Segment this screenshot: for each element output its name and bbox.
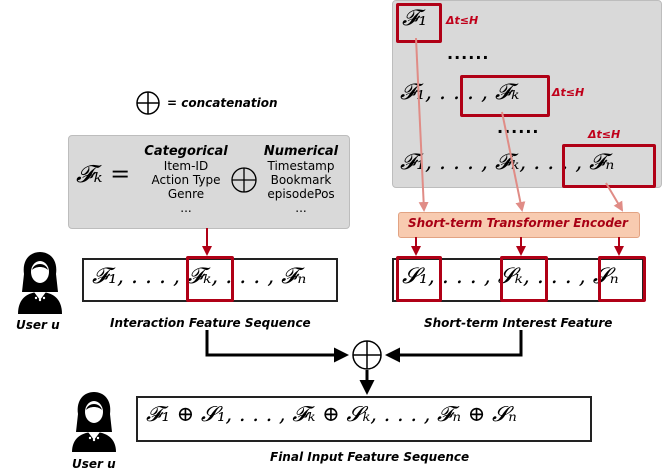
categorical-item: Genre [167,187,205,201]
feature-lhs: 𝓕ₖ = [76,160,131,188]
oplus-icon [136,91,160,115]
interaction-highlight-fk [186,256,234,302]
numerical-item: ... [295,201,307,215]
history-row-3-delta: Δt≤H [588,128,621,141]
interest-highlight-sk [500,256,548,302]
history-row-2-window [460,75,550,117]
history-row-1-window [396,3,442,43]
merge-operator-icon [352,340,382,370]
history-row-1: 𝓕₁ [402,6,428,31]
oplus-icon [231,167,257,193]
user-label-bottom: User u [72,457,116,471]
categorical-item: Item-ID [163,159,209,173]
categorical-title: Categorical [144,144,228,159]
feature-operator [230,166,258,194]
categorical-item: ... [180,201,192,215]
categorical-item: Action Type [151,173,221,187]
transformer-encoder-block [398,212,640,238]
history-row-1-delta: Δt≤H [446,14,479,27]
interest-sequence: 𝓢₁, . . . , 𝓢ₖ, . . . , 𝓢ₙ [402,264,619,289]
history-row-3-window [562,144,656,188]
legend-operator [135,90,161,116]
feature-definition-box [68,135,350,229]
numerical-item: Timestamp [267,159,335,173]
numerical-column: Numerical Timestamp Bookmark episodePos … [258,144,344,216]
user-avatar-icon [18,252,62,314]
legend-text: = concatenation [167,96,278,110]
history-row-2-delta: Δt≤H [552,86,585,99]
numerical-title: Numerical [263,144,339,159]
interest-highlight-sn [598,256,646,302]
user-label-top: User u [16,318,60,332]
final-sequence-box [136,396,592,442]
interest-highlight-s1 [396,256,442,302]
history-dots-1: ...... [447,44,490,63]
transformer-encoder-label: Short-term Transformer Encoder [408,216,628,230]
arrow-interest-to-merge [385,330,523,363]
final-sequence-caption: Final Input Feature Sequence [270,450,470,464]
arrow-interaction-to-merge [205,330,349,363]
final-sequence: 𝓕₁ ⊕ 𝓢₁, . . . , 𝓕ₖ ⊕ 𝓢ₖ, . . . , 𝓕ₙ ⊕ 𝓢… [146,402,517,426]
history-box [392,0,662,188]
interest-sequence-caption: Short-term Interest Feature [424,316,613,330]
history-dots-2: ...... [497,118,540,137]
interaction-sequence-caption: Interaction Feature Sequence [110,316,311,330]
numerical-item: episodePos [267,187,335,201]
interaction-sequence: 𝓕₁, . . . , 𝓕ₖ, . . . , 𝓕ₙ [92,264,307,289]
numerical-item: Bookmark [270,173,332,187]
interest-sequence-box [392,258,644,302]
user-avatar-icon [72,392,116,452]
categorical-column: Categorical Item-ID Action Type Genre ..… [138,144,234,216]
